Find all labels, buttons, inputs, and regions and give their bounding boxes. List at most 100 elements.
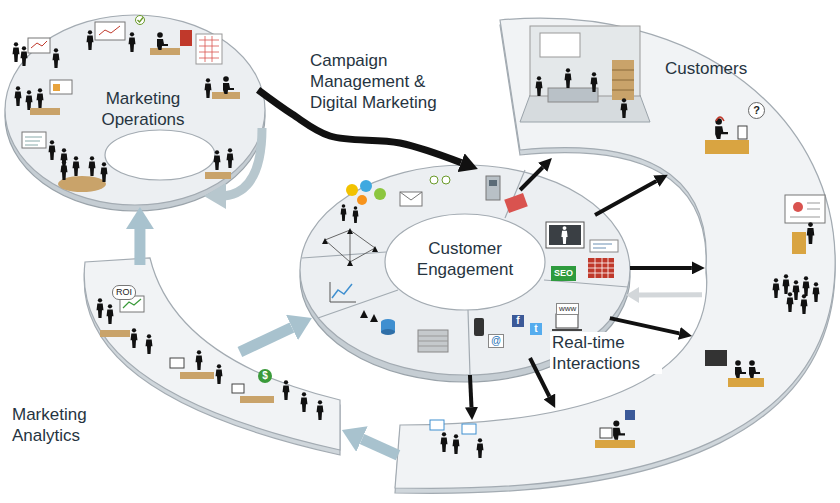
text-slot: @ [488,330,504,348]
text-slot: Customers [665,58,765,79]
customers-scene [790,203,820,217]
arc-band-outline [84,258,340,455]
customers-scene [540,33,580,57]
engagement-scene [400,192,422,200]
ring-hub: Marketing Operations [5,15,267,207]
operations-scene [25,137,42,145]
band-title: Marketing Analytics [12,404,122,446]
customers-scene [565,68,572,88]
web-badge: www [556,303,579,315]
operations-scene [31,41,47,48]
analytics-scene [123,299,141,308]
operations-scene [95,22,125,40]
customers-scene [430,420,444,430]
operations-scene [99,26,120,35]
operations-scene [180,30,192,46]
operations-scene [199,36,219,62]
social-icon: t [530,323,542,335]
customers-scene [705,140,749,154]
ring-hub-shape [5,15,265,205]
text-slot: SEO [551,262,576,281]
operations-scene [50,80,72,94]
engagement-scene [346,184,358,196]
flow-arrow [639,292,702,297]
engagement-scene [588,258,614,278]
engagement-scene [561,226,567,244]
analytics-scene [170,358,184,368]
operations-scene [22,132,46,148]
engagement-scene [418,336,448,346]
engagement-scene [374,188,386,200]
operations-scene [30,108,60,115]
engagement-scene [400,192,422,206]
engagement-scene [588,258,614,278]
ring-hub-shape [385,214,545,310]
operations-scene [53,84,60,91]
text-slot: Campaign Management & Digital Marketing [308,50,473,113]
roi-bubble: ROI [112,285,136,300]
flow-arrow [362,439,398,455]
connector-label: Campaign Management & Digital Marketing [308,50,473,113]
engagement-scene [489,180,497,186]
analytics-scene [240,396,274,403]
customers-scene [792,232,806,254]
analytics-scene [180,372,214,379]
engagement-scene [357,195,367,205]
customers-scene [625,410,635,420]
engagement-scene [442,176,450,184]
flow-arrow [595,181,656,215]
text-slot: f [512,310,524,328]
customers-scene [612,60,634,100]
engagement-scene [360,180,372,192]
ring-hub-shape [105,130,215,180]
engagement-scene [556,314,578,328]
customers-scene [705,350,727,366]
engagement-scene [590,240,618,252]
text-slot: Marketing Operations [80,88,206,130]
band-title: Customers [665,58,765,79]
arc-band-shape [84,258,340,450]
engagement-scene [418,330,448,352]
engagement-scene [593,244,612,248]
operations-scene [138,18,144,23]
engagement-scene [430,176,438,184]
seo-badge: SEO [551,266,576,281]
customers-scene [600,428,612,438]
flow-arrow [134,229,145,265]
analytics-scene [100,330,130,337]
operations-scene [13,42,20,62]
customers-scene [793,202,803,212]
connector-label: Real-time Interactions [550,332,662,374]
text-slot: Real-time Interactions [550,332,662,374]
engagement-scene [381,329,395,335]
ring-hub-outline [5,15,265,211]
text-slot: $ [258,365,272,383]
customers-scene [738,126,747,139]
customers-scene [612,70,634,90]
customers-scene [595,440,635,448]
engagement-scene [546,222,584,248]
question-bubble: ? [748,102,765,119]
operations-scene [196,34,222,64]
customers-scene [621,98,628,118]
text-slot: ? [748,100,765,119]
flow-arrow [240,327,292,352]
hub-title: Marketing Operations [80,88,206,130]
customers-scene [728,378,764,387]
text-slot: Marketing Analytics [12,404,122,446]
arc-band: Marketing Analytics [8,240,348,455]
customers-scene [536,76,543,96]
engagement-scene [549,225,581,245]
text-slot: www [556,297,579,315]
text-slot: ROI [112,281,136,300]
analytics-scene [232,384,244,393]
engagement-scene [474,318,484,336]
operations-scene [28,38,50,53]
customers-scene [462,424,476,434]
operations-scene [150,48,180,55]
customers-scene [548,88,598,102]
customers-scene [591,72,598,92]
operations-scene [205,172,231,179]
hub-title: Customer Engagement [405,238,525,280]
